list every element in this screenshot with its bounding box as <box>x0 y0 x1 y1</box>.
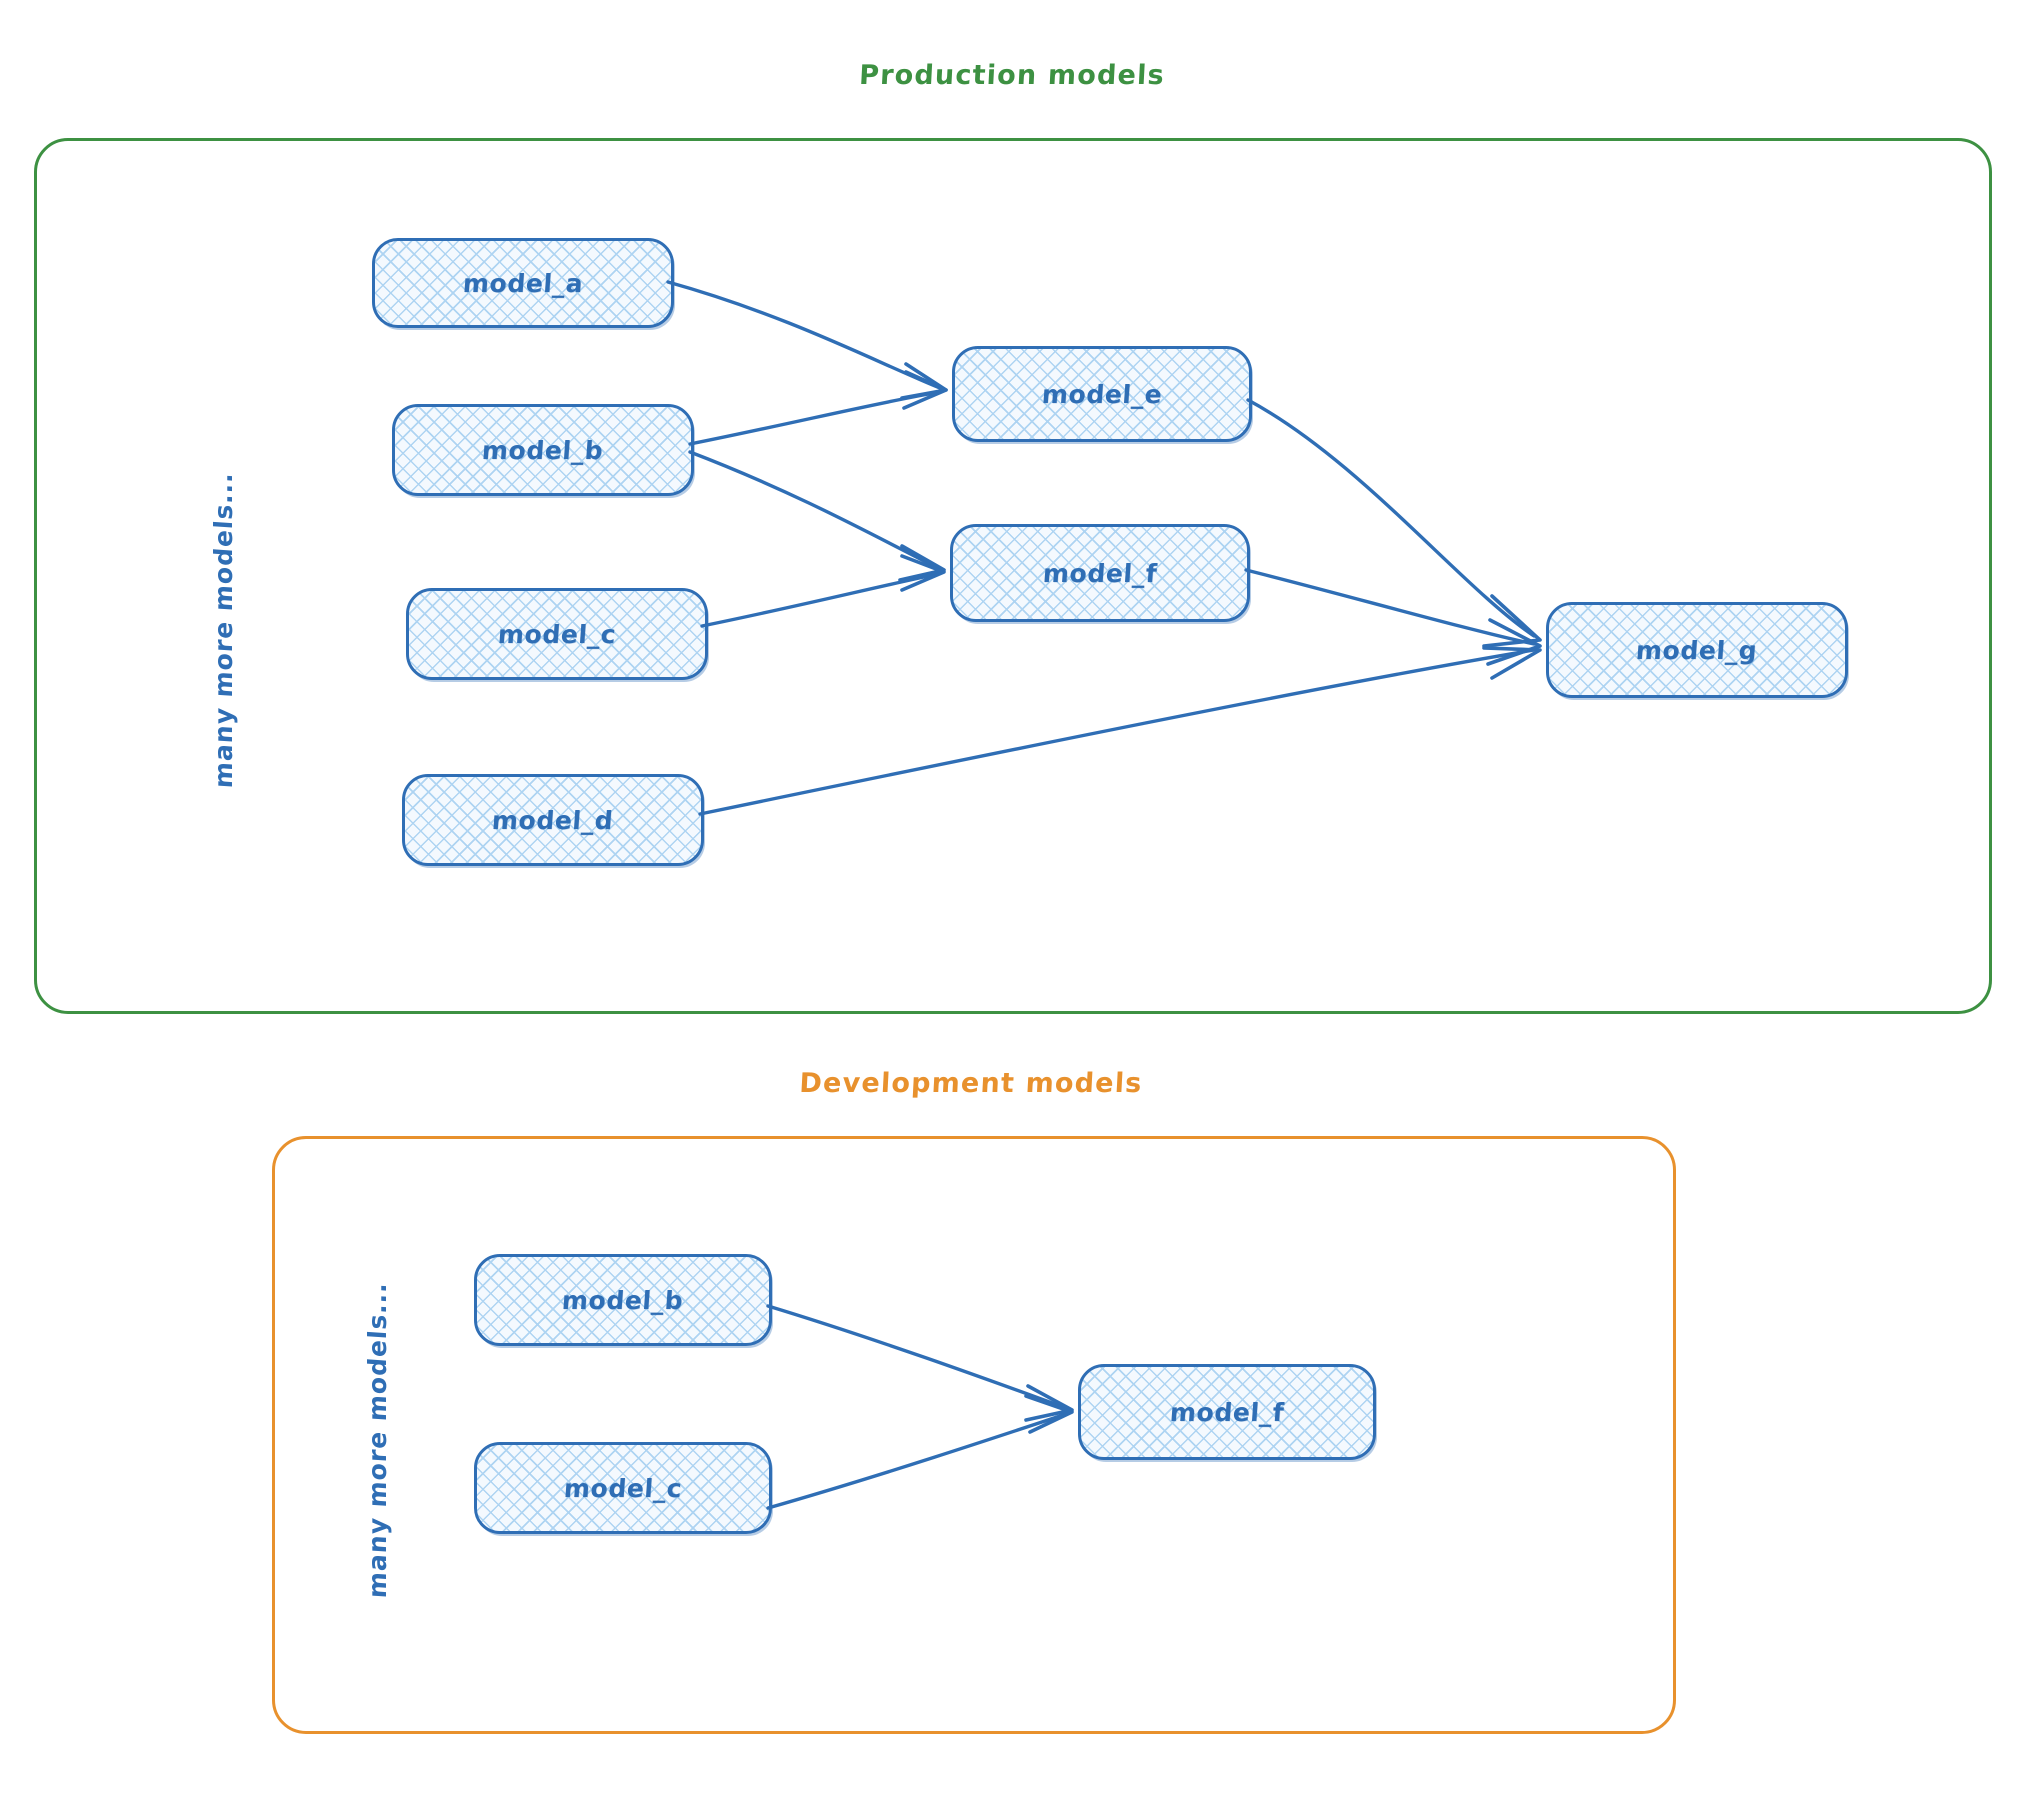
node-model-b-label: model_b <box>481 435 605 465</box>
development-many-more-models-label: many more models... <box>363 1281 392 1599</box>
node-model-a-label: model_a <box>461 268 585 298</box>
node-dev-model-c-label: model_c <box>562 1473 684 1503</box>
node-model-g[interactable]: model_g <box>1546 602 1848 698</box>
node-dev-model-c[interactable]: model_c <box>474 1442 772 1534</box>
node-model-c[interactable]: model_c <box>406 588 708 680</box>
node-model-e[interactable]: model_e <box>952 346 1252 442</box>
node-model-d[interactable]: model_d <box>402 774 704 866</box>
node-model-f[interactable]: model_f <box>950 524 1250 622</box>
node-model-e-label: model_e <box>1040 379 1164 409</box>
node-dev-model-f-label: model_f <box>1168 1397 1286 1427</box>
node-model-f-label: model_f <box>1041 558 1159 588</box>
production-group-container <box>34 138 1992 1014</box>
development-group-container <box>272 1136 1676 1734</box>
node-model-g-label: model_g <box>1635 635 1759 665</box>
node-model-d-label: model_d <box>491 805 615 835</box>
node-model-c-label: model_c <box>496 619 618 649</box>
development-group-title: Development models <box>798 1068 1144 1099</box>
node-dev-model-b-label: model_b <box>561 1285 685 1315</box>
production-many-more-models-label: many more models... <box>209 471 238 789</box>
node-dev-model-b[interactable]: model_b <box>474 1254 772 1346</box>
node-model-a[interactable]: model_a <box>372 238 674 328</box>
node-model-b[interactable]: model_b <box>392 404 694 496</box>
production-group-title: Production models <box>858 60 1166 91</box>
node-dev-model-f[interactable]: model_f <box>1078 1364 1376 1460</box>
